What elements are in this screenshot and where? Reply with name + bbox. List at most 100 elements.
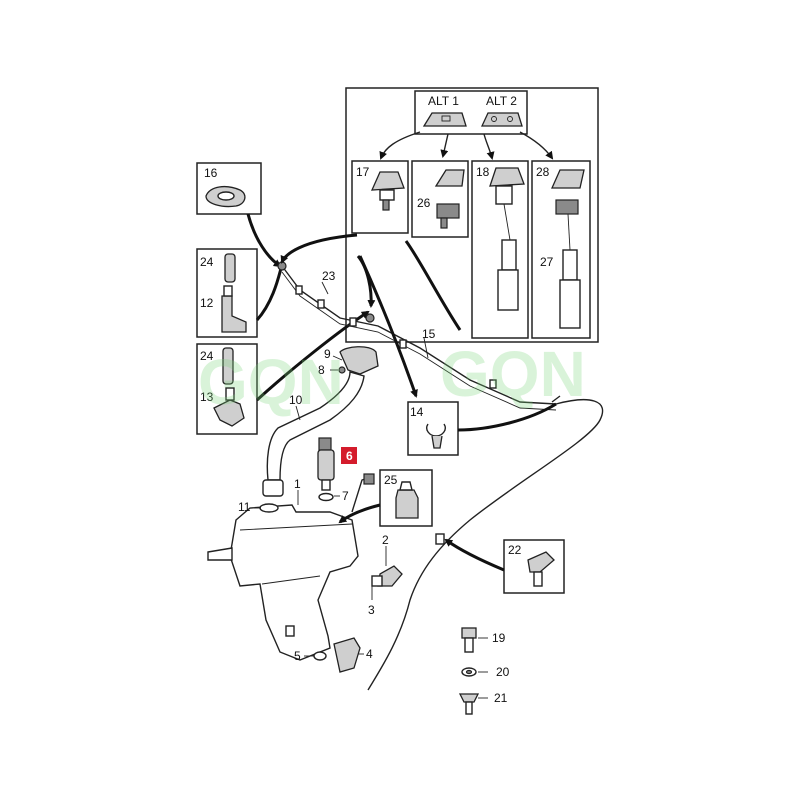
callout-15: 15	[422, 327, 436, 341]
arrow-13-to-hose	[255, 310, 370, 402]
hose-15-long	[367, 399, 604, 691]
callout-8: 8	[318, 363, 325, 377]
seal-7	[318, 492, 334, 502]
callout-2: 2	[382, 533, 389, 547]
filter-25-cap	[399, 481, 413, 491]
pump-connector	[318, 437, 332, 451]
clip-14-stem	[431, 435, 443, 449]
callout-16: 16	[204, 166, 218, 180]
connector-18-lower	[497, 269, 519, 311]
clip-14-icon	[426, 423, 446, 437]
callout-18: 18	[476, 165, 490, 179]
reservoir-bracket-left	[207, 547, 233, 561]
arrow-panel-to-left-clip	[280, 233, 358, 264]
valve-13-nozzle	[225, 387, 235, 401]
inset-24-12: 24 12	[196, 248, 258, 338]
alt-to-18-arrow	[483, 133, 495, 160]
pump-outlet	[321, 479, 331, 491]
washer-reservoir-1: 11 1 7	[207, 473, 375, 661]
clip-22-icon	[527, 551, 555, 573]
callout-24-lower: 24	[200, 349, 214, 363]
inset-24-13: 24 13	[196, 343, 258, 435]
arrow-14-to-hose	[457, 402, 557, 432]
pump-2: 2 3	[368, 533, 403, 617]
callout-11: 11	[238, 500, 251, 514]
hose-clip-5	[489, 379, 497, 389]
hose-15-end	[551, 395, 561, 403]
callout-9: 9	[324, 347, 331, 361]
seal-5	[313, 651, 327, 661]
callout-1: 1	[294, 477, 301, 491]
leader-23	[321, 281, 329, 295]
rivet-21-shank	[465, 701, 473, 715]
callout-24-upper: 24	[200, 255, 214, 269]
alt1-slot-icon	[441, 115, 451, 122]
pump-2-outlet	[371, 575, 383, 587]
arrow-25-to-tank	[338, 503, 381, 524]
nozzle-17-body	[379, 189, 395, 201]
level-sensor-plug	[363, 473, 375, 485]
inset-22: 22	[503, 539, 565, 594]
arrow-12-to-hose	[255, 264, 284, 322]
alt2-label: ALT 2	[486, 94, 517, 108]
nozzle-18-body	[495, 185, 513, 205]
alt-to-26-arrow	[440, 133, 449, 158]
nozzle-18-cable	[503, 203, 511, 241]
inset-16: 16	[196, 162, 262, 215]
callout-4: 4	[366, 647, 373, 661]
callout-22: 22	[508, 543, 522, 557]
bolt-19-shank	[464, 637, 474, 653]
filler-cap-9	[339, 346, 379, 375]
callout-21: 21	[494, 691, 508, 705]
hose-clip-mid	[365, 313, 375, 323]
callout-6: 6	[346, 449, 353, 463]
hose-24-lower-icon	[222, 347, 234, 385]
callout-27: 27	[540, 255, 554, 269]
alt2-hole-right-icon	[507, 116, 513, 122]
nozzle-27-icon	[555, 199, 579, 215]
callout-5: 5	[294, 649, 301, 663]
callout-26: 26	[417, 196, 431, 210]
arrow-to-clip-14	[358, 255, 418, 398]
hose-23-outline	[281, 271, 557, 411]
pump-4: 5 4	[294, 637, 373, 673]
callout-13: 13	[200, 390, 214, 404]
rivet-21-head	[458, 693, 480, 703]
inset-25: 25	[379, 469, 433, 527]
inset-14: 14	[407, 401, 459, 456]
hose-clip-3	[349, 317, 357, 327]
filter-25-icon	[395, 489, 419, 519]
cap-26-icon	[434, 169, 465, 187]
leader-9	[332, 355, 343, 361]
bolt-19-head	[461, 627, 477, 639]
arrow-panel-to-15	[404, 240, 462, 331]
callout-7: 7	[342, 489, 349, 503]
alt-to-17-arrow	[379, 131, 421, 160]
hose-15-clip	[435, 533, 445, 545]
callout-17: 17	[356, 165, 370, 179]
callout-23: 23	[322, 269, 336, 283]
nozzle-26-icon	[436, 203, 460, 219]
screw-8	[338, 366, 346, 374]
callout-12: 12	[200, 296, 214, 310]
arrow-22-to-hose	[444, 538, 505, 572]
hose-clip-4	[399, 339, 407, 349]
connector-27-lower	[559, 279, 581, 329]
watermark-left: GQN	[198, 346, 344, 418]
seal-11	[259, 503, 279, 513]
reservoir-seam	[239, 523, 353, 531]
filler-neck-assembly: 8 9 10	[262, 346, 379, 497]
nozzle-26-stem	[440, 217, 448, 229]
callout-6-highlight	[341, 447, 357, 464]
hose-assembly: 23 15	[277, 261, 604, 691]
cap-28-icon	[550, 169, 585, 189]
reservoir-ridge	[261, 575, 321, 585]
washer-pump-6: 6	[317, 437, 357, 491]
alt1-label: ALT 1	[428, 94, 459, 108]
valve-12-nozzle	[223, 285, 233, 297]
callout-25: 25	[384, 473, 398, 487]
alt2-nozzle-cap-icon	[480, 112, 523, 127]
arrow-16-to-hose	[246, 213, 282, 268]
